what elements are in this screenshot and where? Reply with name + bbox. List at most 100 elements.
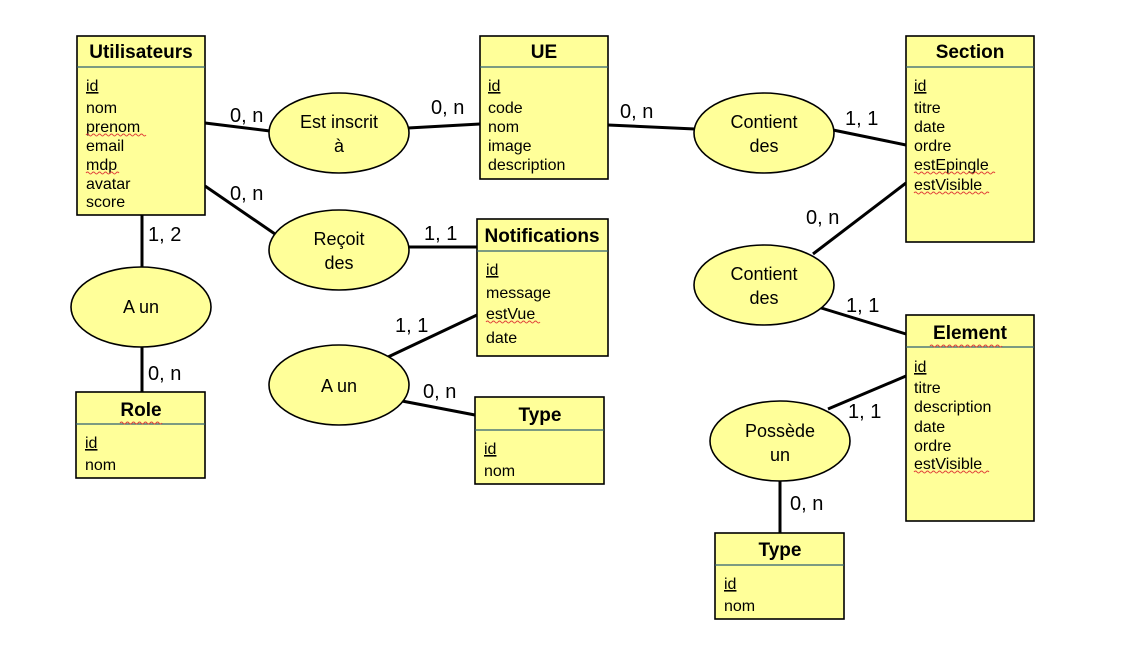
cardinalities: 0, n 0, n 0, n 1, 1 0, n 1, 1 1, 2 0, n … — [148, 97, 881, 515]
cardinality-label: 1, 2 — [148, 224, 181, 246]
relation-label: A un — [321, 376, 357, 396]
attribute: message — [486, 285, 551, 302]
entity-title: Role — [120, 400, 161, 421]
link-notifications-a-un — [387, 313, 478, 359]
attribute: nom — [86, 100, 117, 117]
relation-label: Contient — [730, 112, 797, 132]
attribute-pk: id — [914, 78, 926, 95]
cardinality-label: 0, n — [423, 381, 456, 403]
attribute: mdp — [86, 157, 117, 174]
cardinality-label: 1, 1 — [845, 108, 878, 130]
attribute: description — [488, 157, 565, 174]
spellcheck-underline — [913, 191, 990, 195]
attribute: estVue — [486, 306, 535, 323]
entity-section[interactable]: Section id titre date ordre estEpingle e… — [905, 35, 1035, 243]
entity-element[interactable]: Element id titre description date ordre … — [905, 314, 1035, 522]
cardinality-label: 0, n — [806, 207, 839, 229]
link-contient-element — [817, 305, 907, 336]
cardinality-label: 1, 1 — [424, 223, 457, 245]
attribute: ordre — [914, 438, 951, 455]
link-utilisateurs-est-inscrit — [204, 121, 271, 133]
spellcheck-underline — [485, 320, 541, 324]
cardinality-label: 0, n — [230, 105, 263, 127]
attribute-pk: id — [914, 359, 926, 376]
entity-title: Element — [933, 323, 1008, 344]
attribute: nom — [488, 119, 519, 136]
entity-utilisateurs[interactable]: Utilisateurs id nom prenom email mdp ava… — [76, 35, 206, 216]
relation-label: un — [770, 445, 790, 465]
attribute: date — [914, 119, 945, 136]
relation-est-inscrit[interactable]: Est inscrit à — [268, 92, 410, 174]
relation-label: Reçoit — [313, 229, 364, 249]
attribute: code — [488, 100, 523, 117]
attribute: estEpingle — [914, 157, 989, 174]
spellcheck-underline — [85, 171, 120, 175]
attribute: nom — [484, 463, 515, 480]
relation-label: des — [324, 253, 353, 273]
entity-role[interactable]: Role id nom — [75, 391, 206, 479]
entity-notifications[interactable]: Notifications id message estVue date — [476, 218, 609, 357]
attribute: nom — [85, 457, 116, 474]
relation-possede[interactable]: Possède un — [709, 400, 851, 482]
entity-title: Type — [519, 405, 562, 426]
attribute: avatar — [86, 176, 131, 193]
link-a-un-type — [401, 399, 476, 417]
cardinality-label: 0, n — [790, 493, 823, 515]
relation-label: A un — [123, 297, 159, 317]
relation-label: des — [749, 288, 778, 308]
relation-label: à — [334, 136, 345, 156]
link-contient-section — [832, 128, 907, 147]
link-est-inscrit-ue — [407, 122, 481, 130]
attribute: image — [488, 138, 532, 155]
relation-label: des — [749, 136, 778, 156]
attribute-pk: id — [85, 435, 97, 452]
link-section-contient — [812, 181, 907, 256]
attribute: date — [914, 419, 945, 436]
attribute-pk: id — [484, 441, 496, 458]
cardinality-label: 1, 1 — [848, 401, 881, 423]
relation-recoit[interactable]: Reçoit des — [268, 209, 410, 291]
entity-type-notification[interactable]: Type id nom — [474, 396, 605, 485]
attribute-pk: id — [724, 576, 736, 593]
attribute: estVisible — [914, 177, 982, 194]
spellcheck-underline — [85, 133, 147, 137]
relation-contient-section-element[interactable]: Contient des — [693, 244, 835, 326]
entity-ue[interactable]: UE id code nom image description — [479, 35, 609, 180]
relation-label: Est inscrit — [300, 112, 378, 132]
attribute: nom — [724, 598, 755, 615]
relation-a-un-role[interactable]: A un — [70, 266, 212, 348]
cardinality-label: 0, n — [620, 101, 653, 123]
attribute-pk: id — [488, 78, 500, 95]
spellcheck-underline — [913, 470, 990, 474]
attribute: description — [914, 399, 991, 416]
attribute: estVisible — [914, 456, 982, 473]
attribute: ordre — [914, 138, 951, 155]
cardinality-label: 1, 1 — [846, 295, 879, 317]
relation-contient-ue-section[interactable]: Contient des — [693, 92, 835, 174]
link-ue-contient — [607, 123, 696, 131]
relation-label: Contient — [730, 264, 797, 284]
relation-a-un-type[interactable]: A un — [268, 344, 410, 426]
attribute: titre — [914, 100, 941, 117]
attribute: date — [486, 330, 517, 347]
spellcheck-underline — [913, 171, 996, 175]
spellcheck-underline — [929, 344, 1003, 348]
relation-label: Possède — [745, 421, 815, 441]
attribute: score — [86, 194, 125, 211]
link-element-possede — [827, 374, 907, 411]
attribute: titre — [914, 380, 941, 397]
attribute-pk: id — [486, 262, 498, 279]
attribute: prenom — [86, 119, 140, 136]
cardinality-label: 0, n — [431, 97, 464, 119]
entity-title: UE — [531, 42, 557, 63]
entity-type-element[interactable]: Type id nom — [714, 532, 845, 620]
entity-title: Utilisateurs — [89, 42, 192, 63]
spellcheck-underline — [119, 421, 163, 425]
link-utilisateurs-recoit — [204, 184, 276, 236]
entity-title: Section — [936, 42, 1005, 63]
entity-title: Notifications — [484, 226, 599, 247]
cardinality-label: 1, 1 — [395, 315, 428, 337]
cardinality-label: 0, n — [230, 183, 263, 205]
cardinality-label: 0, n — [148, 363, 181, 385]
